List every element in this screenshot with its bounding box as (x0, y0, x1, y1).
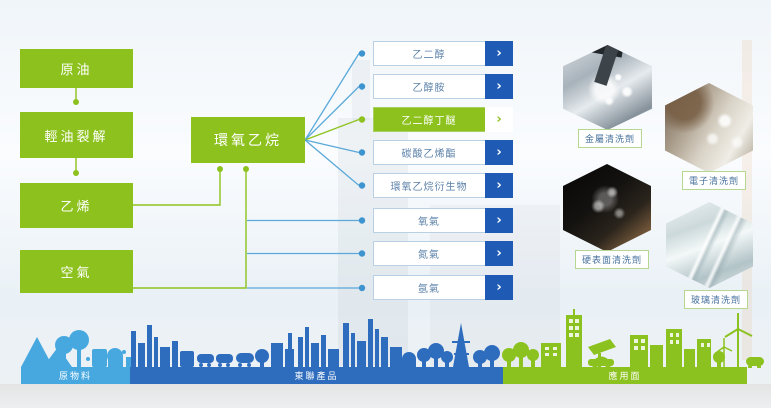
product-box-ethylene-carbonate[interactable]: 碳酸乙烯酯 › (373, 140, 513, 165)
product-box-nitrogen[interactable]: 氮氣 › (373, 241, 513, 266)
product-box-ethylene-glycol[interactable]: 乙二醇 › (373, 41, 513, 66)
legend-band-applications: 應用面 (503, 367, 747, 384)
chevron-right-icon[interactable]: › (485, 41, 513, 66)
product-label: 乙二醇丁醚 (401, 116, 457, 127)
product-label: 氮氣 (418, 250, 440, 261)
chevron-right-icon[interactable]: › (485, 107, 513, 132)
legend-band-company-products: 東聯產品 (130, 367, 503, 384)
band-label: 應用面 (608, 372, 642, 382)
node-label: 空氣 (60, 266, 93, 281)
product-label: 氧氣 (418, 217, 440, 228)
skyline-illustration (21, 309, 764, 368)
product-box-ethanolamine[interactable]: 乙醇胺 › (373, 74, 513, 99)
node-air: 空氣 (20, 250, 133, 293)
node-crude-oil: 原油 (20, 49, 133, 88)
product-label: 氬氣 (418, 284, 440, 295)
chevron-right-icon[interactable]: › (485, 208, 513, 233)
chevron-right-icon[interactable]: › (485, 275, 513, 300)
label-electronics-cleaner: 電子清洗劑 (682, 171, 747, 190)
wind-turbines (716, 313, 753, 367)
label-hard-surface-cleaner: 硬表面清洗劑 (575, 250, 650, 269)
band-label: 東聯產品 (294, 372, 339, 382)
node-ethylene-oxide: 環氧乙烷 (191, 117, 305, 163)
product-box-argon[interactable]: 氬氣 › (373, 275, 513, 300)
node-ethylene: 乙烯 (20, 183, 133, 228)
chevron-right-icon[interactable]: › (485, 173, 513, 198)
building-windows (545, 319, 710, 356)
product-label: 碳酸乙烯酯 (401, 149, 457, 160)
raw-materials-skyline (21, 330, 131, 367)
node-label: 乙烯 (60, 200, 93, 215)
product-label: 乙醇胺 (412, 83, 446, 94)
chevron-right-icon[interactable]: › (485, 140, 513, 165)
left-chain-connectors (73, 88, 249, 289)
label-metal-cleaner: 金屬清洗劑 (578, 129, 643, 148)
product-box-oxygen[interactable]: 氧氣 › (373, 208, 513, 233)
chevron-right-icon[interactable]: › (485, 74, 513, 99)
node-label: 原油 (60, 63, 93, 78)
product-box-eo-derivatives[interactable]: 環氧乙烷衍生物 › (373, 173, 513, 198)
node-label: 環氧乙烷 (214, 133, 282, 149)
chevron-right-icon[interactable]: › (485, 241, 513, 266)
label-glass-cleaner: 玻璃清洗劑 (684, 290, 749, 309)
products-skyline (131, 319, 500, 367)
product-label: 乙二醇 (412, 50, 446, 61)
product-box-butyl-glycol-ether[interactable]: 乙二醇丁醚 › (373, 107, 513, 132)
product-label: 環氧乙烷衍生物 (390, 182, 468, 193)
eo-fanout-connectors (304, 50, 366, 189)
legend-band-raw-materials: 原物料 (21, 367, 130, 384)
hard-surface-cleaning-photo (563, 164, 651, 252)
app-hex-electronics-cleaner[interactable] (665, 83, 753, 173)
node-label: 輕油裂解 (44, 129, 109, 145)
air-branch-connectors (247, 217, 366, 292)
electronics-cleaning-photo (665, 83, 753, 173)
band-label: 原物料 (58, 372, 92, 382)
app-hex-hard-surface-cleaner[interactable] (563, 164, 651, 252)
node-naphtha-cracking: 輕油裂解 (20, 112, 133, 158)
